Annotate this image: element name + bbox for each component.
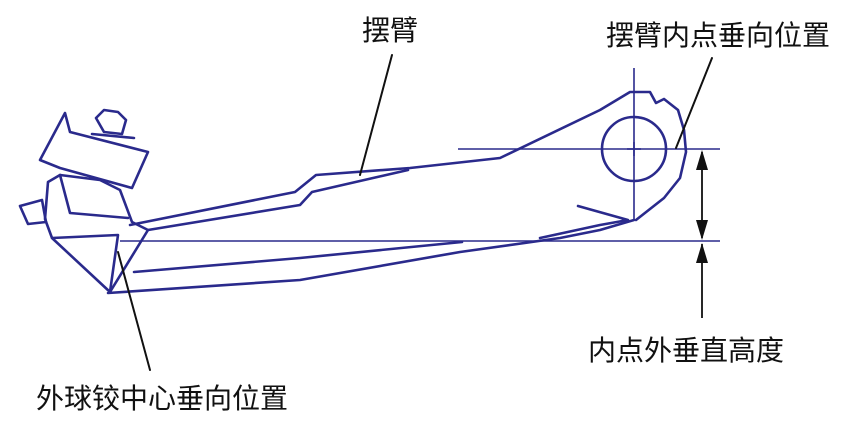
- arm-upper-outline: [128, 90, 688, 227]
- ball-joint-center-label: 外球铰中心垂向位置: [36, 382, 289, 415]
- arm-lower-outline: [106, 218, 636, 295]
- ball-joint-side-plate: [18, 198, 48, 226]
- bolt-nut: [94, 108, 128, 136]
- lower-extension-arrow: [696, 243, 708, 318]
- inner-outer-height-label: 内点外垂直高度: [588, 334, 785, 367]
- bushing-center-mark: [627, 142, 641, 156]
- arm-leader-line: [359, 54, 393, 176]
- ball-joint-inner-line: [50, 233, 120, 294]
- height-dimension-arrow: [696, 150, 708, 240]
- ball-joint-leader-line: [117, 251, 151, 371]
- inner-point-vertical-label: 摆臂内点垂向位置: [606, 19, 831, 52]
- inner-point-leader-line: [675, 57, 713, 149]
- arm-lower-inner-edge: [132, 240, 464, 274]
- arm-lower-flange: [538, 204, 630, 240]
- arm-upper-inner-edge: [146, 168, 410, 232]
- bushing-circle: [600, 115, 668, 183]
- arm-label: 摆臂: [362, 14, 419, 47]
- ball-joint-housing: [43, 173, 150, 294]
- bolt-washer: [90, 132, 136, 140]
- top-bracket: [38, 111, 150, 190]
- ball-joint-body-line: [58, 173, 130, 220]
